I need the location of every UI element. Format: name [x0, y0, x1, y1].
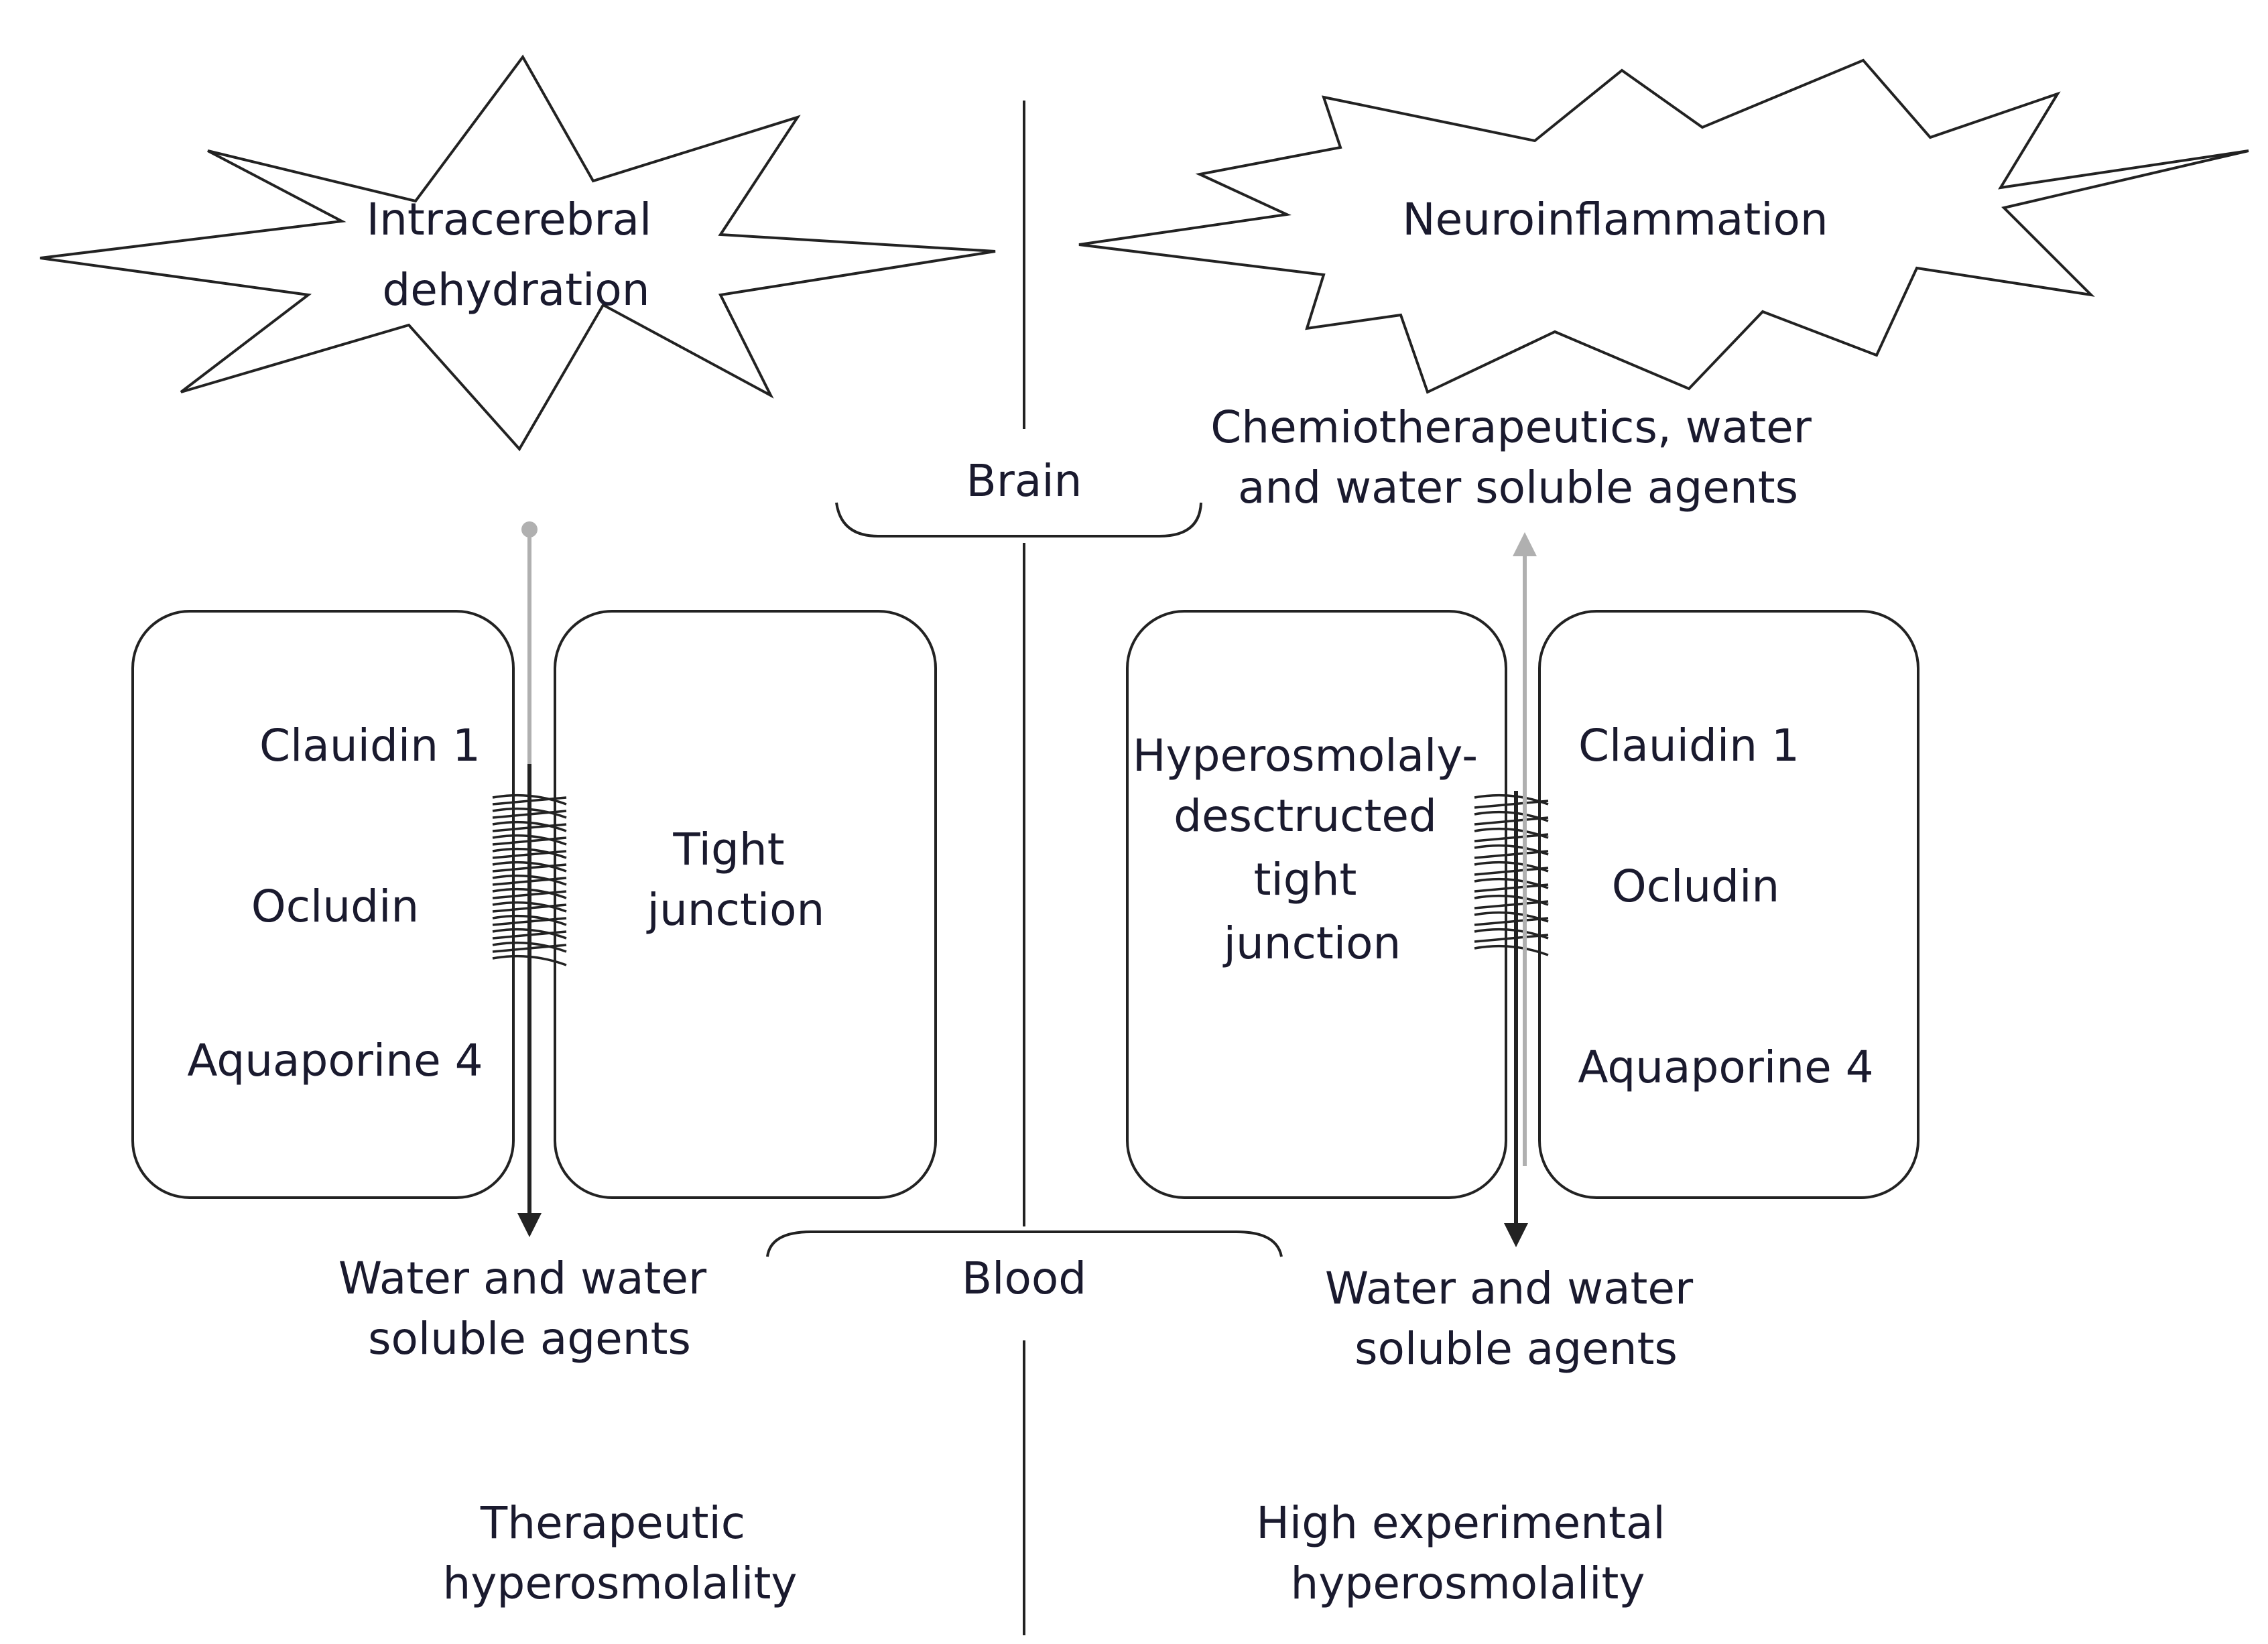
right-caption: High experimental hyperosmolality	[1256, 1497, 1680, 1609]
left-flux-label: Water and water soluble agents	[338, 1253, 720, 1365]
brain-bracket	[835, 502, 1202, 538]
blood-bracket	[766, 1230, 1283, 1257]
brain-label: Brain	[966, 455, 1082, 507]
dehydration-burst	[40, 54, 996, 452]
destructed-junction-label: Hyperosmolaly- desctructed tight junctio…	[1133, 730, 1492, 969]
right-flux-label: Water and water soluble agents	[1325, 1263, 1707, 1375]
left-cell-a	[131, 610, 515, 1199]
blood-label: Blood	[962, 1253, 1086, 1304]
left-claudin-label: Clauidin 1	[259, 720, 481, 771]
influx-label: Chemiotherapeutics, water and water solu…	[1210, 401, 1826, 513]
neuroinflammation-burst	[1078, 58, 2249, 394]
left-aquaporin-label: Aquaporine 4	[187, 1035, 483, 1086]
right-tight-junction-coil	[1474, 794, 1549, 956]
left-occludin-label: Ocludin	[251, 881, 419, 932]
dehydration-label: Intracerebral dehydration	[367, 194, 666, 316]
left-cell-b	[554, 610, 937, 1199]
left-tight-junction-label: Tight junction	[646, 824, 825, 936]
left-caption: Therapeutic hyperosmolality	[443, 1497, 798, 1609]
right-occludin-label: Ocludin	[1612, 861, 1779, 912]
right-aquaporin-label: Aquaporine 4	[1578, 1041, 1873, 1093]
right-cell-b	[1538, 610, 1919, 1199]
right-claudin-label: Clauidin 1	[1578, 720, 1800, 771]
neuroinflammation-label: Neuroinflammation	[1402, 194, 1828, 245]
